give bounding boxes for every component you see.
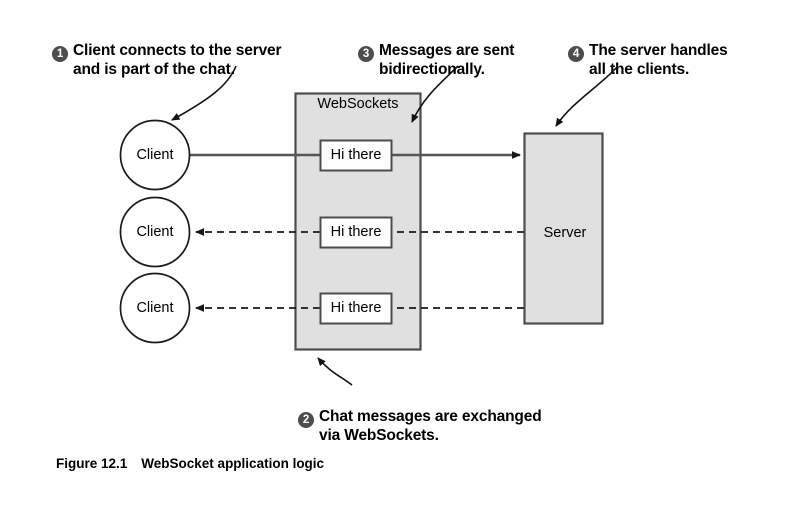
callout-1-badge: 1 bbox=[52, 46, 68, 62]
client-label-1: Client bbox=[136, 147, 174, 163]
client-label-2: Client bbox=[136, 224, 174, 240]
callout-2: 2 Chat messages are exchanged via WebSock… bbox=[298, 388, 598, 445]
client-node-3 bbox=[119, 272, 191, 344]
figure-caption-title: WebSocket application logic bbox=[141, 456, 325, 471]
message-box-3 bbox=[319, 292, 393, 325]
callout-3-arrow bbox=[411, 65, 459, 123]
callout-2-badge: 2 bbox=[298, 412, 314, 428]
callout-4-arrow bbox=[555, 66, 618, 127]
callout-3-badge: 3 bbox=[358, 46, 374, 62]
client-node-1 bbox=[119, 119, 191, 191]
callout-3: 3 Messages are sent bidirectionally. bbox=[358, 22, 543, 79]
callout-1-text: Client connects to the server and is par… bbox=[73, 42, 282, 78]
message-label-1: Hi there bbox=[330, 147, 382, 163]
client-node-2 bbox=[119, 196, 191, 268]
callout-2-arrow bbox=[317, 357, 353, 386]
message-box-2 bbox=[319, 216, 393, 249]
figure-caption-number: Figure 12.1 bbox=[56, 456, 128, 471]
server-box bbox=[523, 132, 604, 325]
callout-4-text: The server handles all the clients. bbox=[589, 42, 728, 78]
callout-1-arrow bbox=[171, 65, 237, 121]
message-box-1 bbox=[319, 139, 393, 172]
callout-3-text: Messages are sent bidirectionally. bbox=[379, 42, 515, 78]
callout-4-badge: 4 bbox=[568, 46, 584, 62]
figure-caption: Figure 12.1 WebSocket application logic bbox=[56, 456, 324, 471]
callout-4: 4 The server handles all the clients. bbox=[568, 22, 763, 79]
message-label-2: Hi there bbox=[330, 224, 382, 240]
websockets-title-label: WebSockets bbox=[317, 96, 399, 112]
message-label-3: Hi there bbox=[330, 300, 382, 316]
callout-2-text: Chat messages are exchanged via WebSocke… bbox=[319, 408, 542, 444]
client-label-3: Client bbox=[136, 300, 174, 316]
callout-1: 1 Client connects to the server and is pa… bbox=[52, 22, 332, 79]
server-label: Server bbox=[543, 225, 587, 241]
